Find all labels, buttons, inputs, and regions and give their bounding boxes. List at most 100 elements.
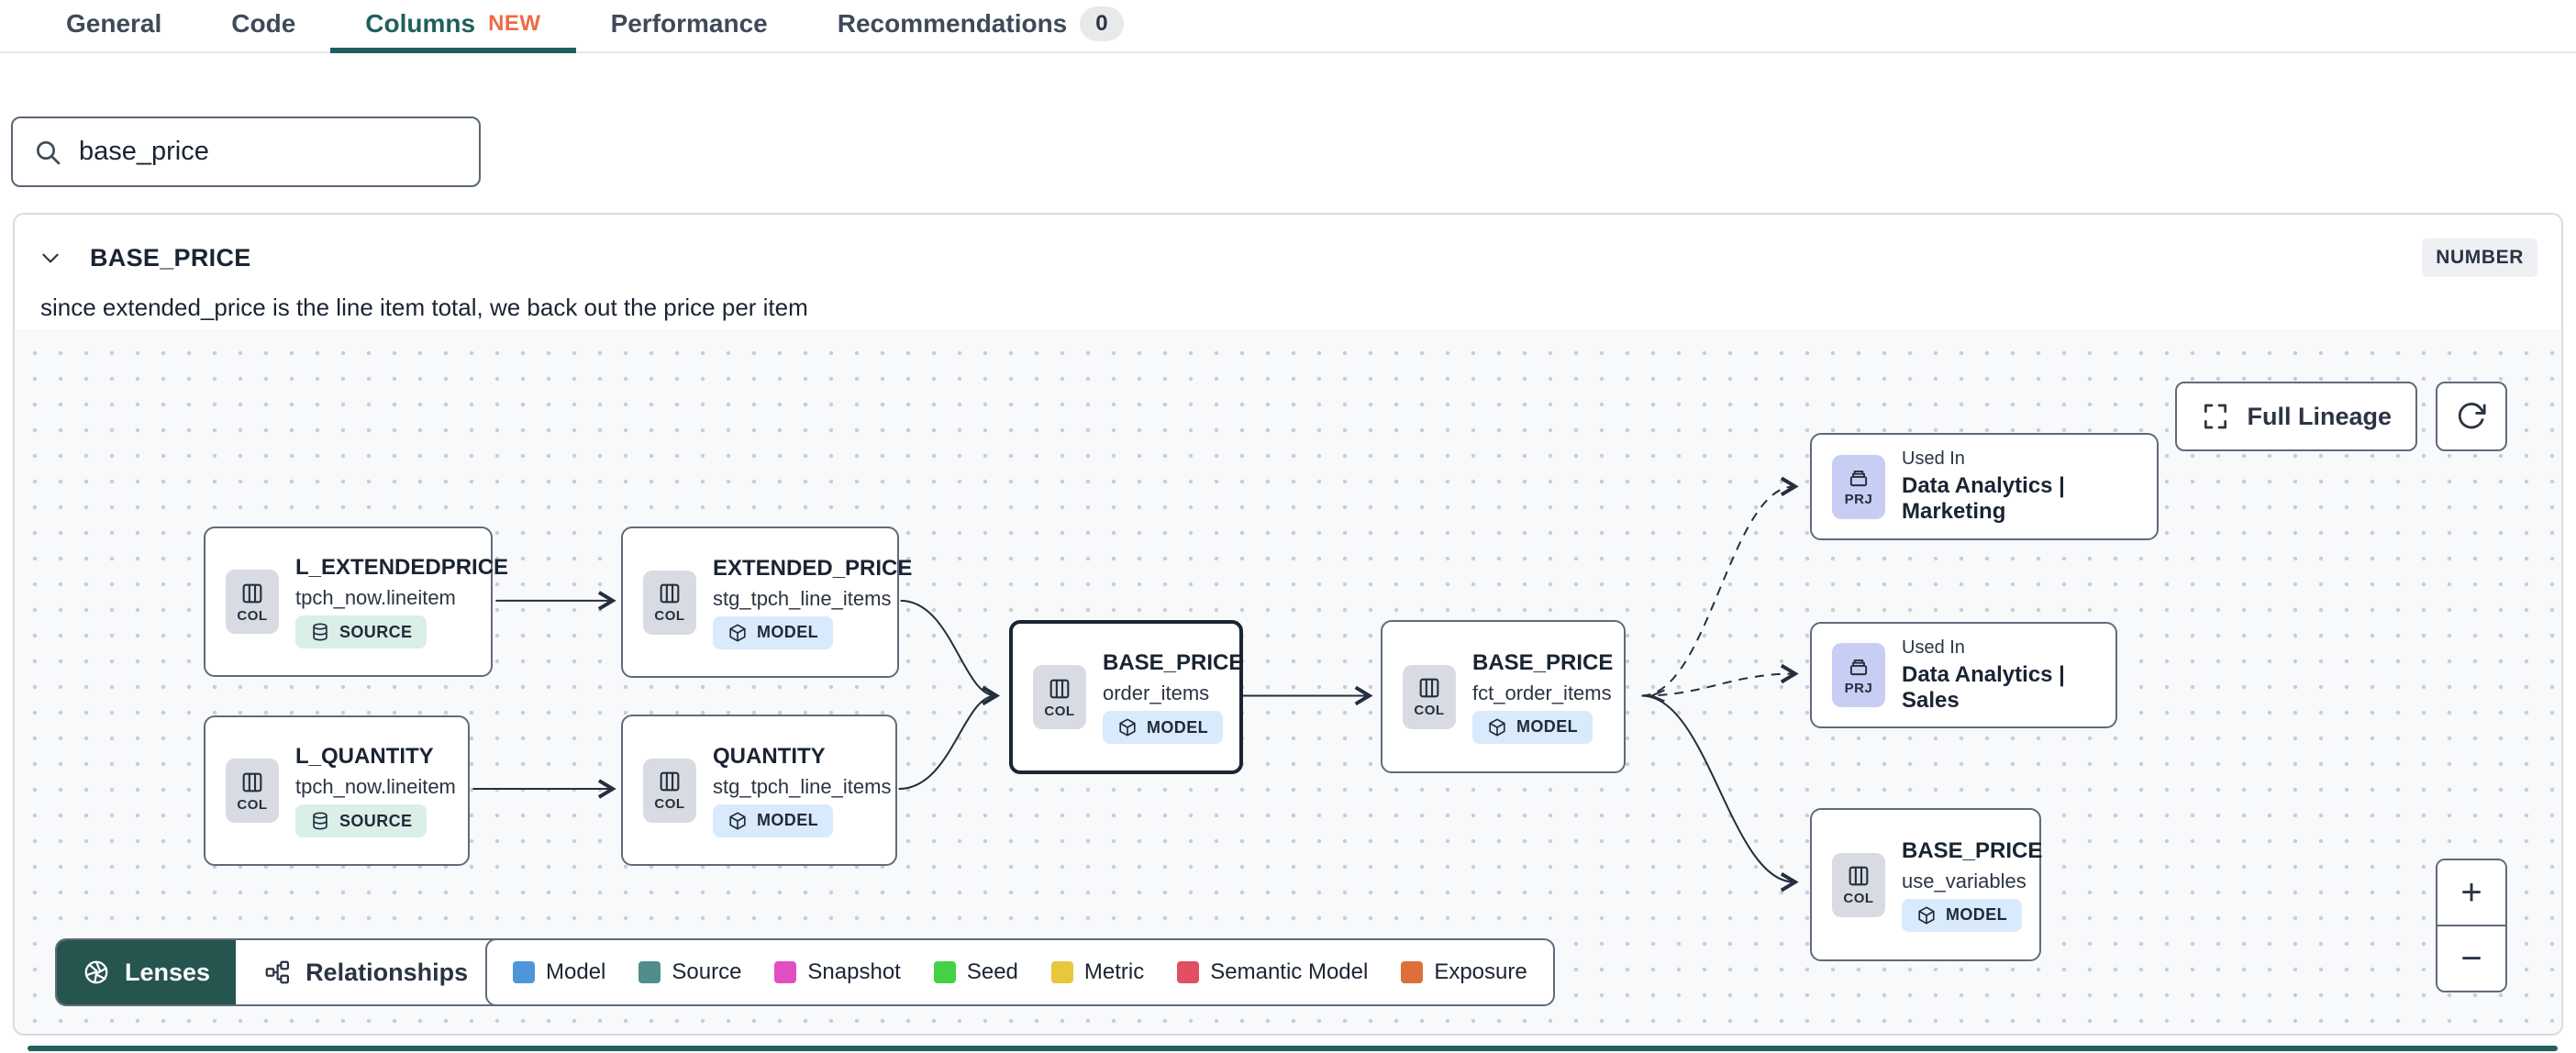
- recommendations-count-badge: 0: [1080, 6, 1124, 41]
- project-chip-icon: PRJ: [1832, 643, 1885, 707]
- refresh-button[interactable]: [2436, 382, 2507, 451]
- column-search: [11, 116, 481, 187]
- node-subtitle: use_variables: [1902, 869, 2026, 892]
- project-chip-icon: PRJ: [1832, 454, 1885, 519]
- legend-swatch: [933, 961, 956, 983]
- tab-performance[interactable]: Performance: [576, 0, 803, 53]
- tab-recommendations-label: Recommendations: [837, 9, 1068, 38]
- column-chip-icon: COL: [1403, 664, 1456, 729]
- node-subtitle: fct_order_items: [1472, 681, 1612, 704]
- column-chip-icon: COL: [226, 759, 279, 823]
- badge-label: SOURCE: [339, 811, 413, 830]
- chip-label: COL: [1044, 703, 1075, 719]
- node-quantity[interactable]: COL QUANTITY stg_tpch_line_items MODEL: [621, 715, 897, 866]
- model-badge: MODEL: [1103, 711, 1223, 744]
- relationships-dropdown[interactable]: Relationships: [236, 940, 535, 1004]
- column-chip-icon: COL: [226, 570, 279, 634]
- node-l-quantity[interactable]: COL L_QUANTITY tpch_now.lineitem SOURCE: [204, 715, 470, 866]
- column-panel: BASE_PRICE NUMBER since extended_price i…: [13, 213, 2563, 1036]
- chip-label: COL: [237, 796, 268, 813]
- legend-item-source: Source: [638, 959, 741, 985]
- node-used-in-sales[interactable]: PRJ Used In Data Analytics | Sales: [1810, 622, 2117, 728]
- column-name: BASE_PRICE: [90, 243, 251, 272]
- legend-swatch: [774, 961, 797, 983]
- badge-label: MODEL: [1946, 905, 2007, 924]
- badge-label: MODEL: [1147, 717, 1208, 737]
- node-title: QUANTITY: [713, 743, 826, 769]
- used-in-label: Used In: [1902, 637, 1965, 658]
- chip-label: PRJ: [1844, 492, 1873, 507]
- legend-label: Seed: [966, 959, 1018, 984]
- legend-label: Metric: [1083, 959, 1145, 984]
- tab-recommendations[interactable]: Recommendations 0: [803, 0, 1159, 53]
- legend-swatch: [638, 961, 661, 983]
- resource-legend: Model Source Snapshot Seed Metric: [485, 938, 1555, 1006]
- column-type-badge: NUMBER: [2422, 238, 2537, 277]
- new-badge: NEW: [488, 11, 541, 36]
- badge-label: MODEL: [757, 623, 818, 641]
- relationships-icon: [263, 959, 291, 986]
- node-title: L_QUANTITY: [295, 744, 434, 769]
- cube-icon: [1487, 717, 1507, 737]
- node-subtitle: tpch_now.lineitem: [295, 775, 456, 798]
- source-badge: SOURCE: [295, 804, 427, 837]
- tab-code[interactable]: Code: [196, 0, 330, 53]
- node-used-in-marketing[interactable]: PRJ Used In Data Analytics | Marketing: [1810, 433, 2159, 540]
- column-chip-icon: COL: [1033, 665, 1086, 729]
- column-chip-icon: COL: [643, 570, 696, 635]
- collapse-chevron-icon[interactable]: [39, 246, 62, 270]
- used-in-label: Used In: [1902, 449, 1965, 469]
- search-icon: [33, 138, 62, 167]
- column-panel-header: BASE_PRICE NUMBER since extended_price i…: [15, 215, 2561, 330]
- legend-swatch: [1050, 961, 1073, 983]
- aperture-icon: [83, 959, 110, 986]
- chip-label: COL: [1843, 891, 1874, 906]
- node-l-extendedprice[interactable]: COL L_EXTENDEDPRICE tpch_now.lineitem SO…: [204, 526, 508, 677]
- bottom-scrollbar[interactable]: [28, 1046, 2558, 1051]
- chip-label: COL: [654, 796, 685, 812]
- tab-columns[interactable]: Columns NEW: [330, 0, 576, 53]
- lenses-label: Lenses: [125, 958, 211, 986]
- zoom-out-button[interactable]: −: [2437, 926, 2505, 991]
- legend-item-exposure: Exposure: [1401, 959, 1527, 985]
- cube-icon: [727, 623, 748, 643]
- legend-label: Model: [546, 959, 606, 984]
- model-badge: MODEL: [713, 615, 833, 649]
- chip-label: COL: [1414, 703, 1445, 718]
- node-base-price-fct-order-items[interactable]: COL BASE_PRICE fct_order_items MODEL: [1381, 620, 1626, 773]
- full-lineage-label: Full Lineage: [2247, 402, 2392, 430]
- node-subtitle: tpch_now.lineitem: [295, 586, 456, 609]
- chip-label: COL: [654, 608, 685, 624]
- search-input[interactable]: [79, 137, 459, 167]
- column-chip-icon: COL: [1832, 852, 1885, 917]
- tab-columns-label: Columns: [365, 9, 476, 38]
- node-subtitle: stg_tpch_line_items: [713, 586, 892, 610]
- lineage-canvas[interactable]: COL L_EXTENDEDPRICE tpch_now.lineitem SO…: [15, 330, 2561, 1034]
- zoom-in-button[interactable]: +: [2437, 860, 2505, 926]
- node-title: L_EXTENDEDPRICE: [295, 555, 509, 580]
- lenses-control: Lenses Relationships: [55, 938, 537, 1006]
- node-title: EXTENDED_PRICE: [713, 555, 913, 581]
- node-base-price-use-variables[interactable]: COL BASE_PRICE use_variables MODEL: [1810, 808, 2042, 961]
- project-name: Data Analytics | Marketing: [1902, 473, 2065, 524]
- full-lineage-button[interactable]: Full Lineage: [2175, 382, 2417, 451]
- model-badge: MODEL: [1472, 710, 1593, 744]
- legend-swatch: [1401, 961, 1424, 983]
- legend-item-seed: Seed: [933, 959, 1018, 985]
- column-description: since extended_price is the line item to…: [40, 294, 808, 321]
- tab-general[interactable]: General: [31, 0, 196, 53]
- legend-item-semantic-model: Semantic Model: [1177, 959, 1368, 985]
- legend-swatch: [513, 961, 535, 983]
- zoom-controls: + −: [2436, 859, 2507, 992]
- model-badge: MODEL: [713, 804, 833, 837]
- badge-label: SOURCE: [339, 622, 413, 641]
- tab-general-label: General: [66, 9, 162, 38]
- cube-icon: [1117, 717, 1138, 737]
- lenses-button[interactable]: Lenses: [57, 940, 237, 1004]
- node-extended-price[interactable]: COL EXTENDED_PRICE stg_tpch_line_items M…: [621, 526, 912, 678]
- legend-item-metric: Metric: [1050, 959, 1145, 985]
- node-base-price-order-items[interactable]: COL BASE_PRICE order_items MODEL: [1009, 620, 1243, 774]
- legend-label: Exposure: [1434, 959, 1527, 984]
- relationships-label: Relationships: [305, 958, 469, 986]
